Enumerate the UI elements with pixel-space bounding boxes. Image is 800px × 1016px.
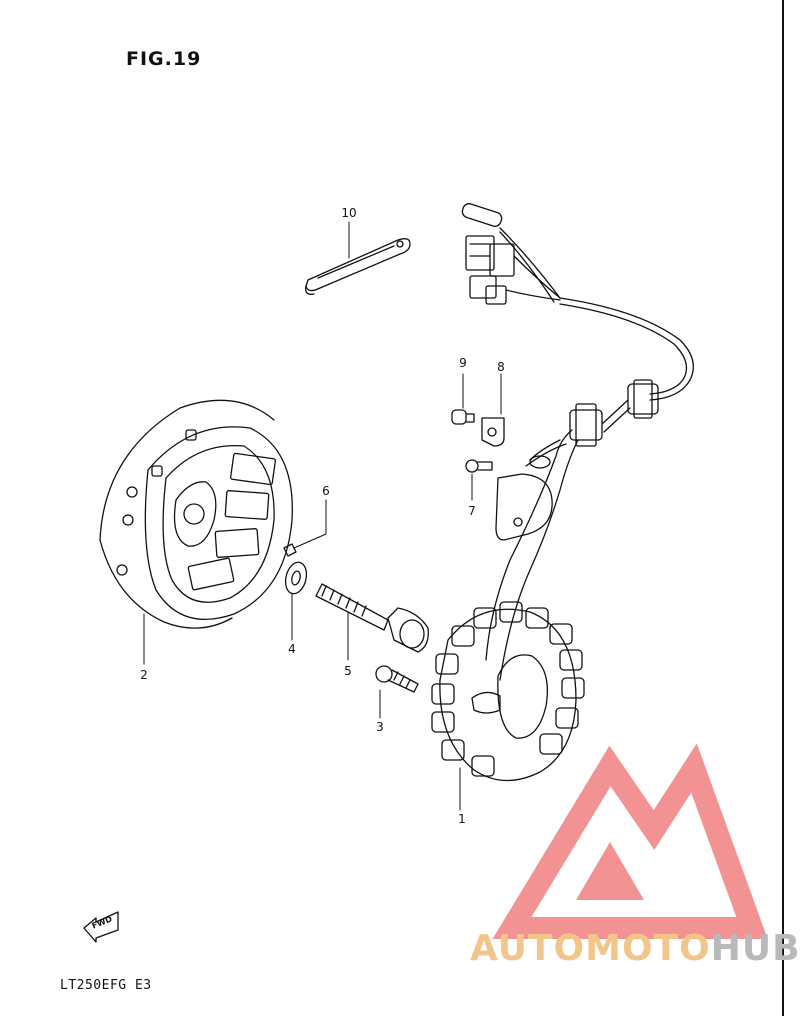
watermark-text: AUTOMOTOHUB [470,928,800,969]
figure-title: FIG.19 [126,48,202,70]
part-4-washer [284,561,308,595]
pickup-coil-sensor [495,439,567,541]
callout-3: 3 [376,720,384,734]
callout-6: 6 [322,484,330,498]
callout-8: 8 [497,360,505,374]
callout-5: 5 [344,664,352,678]
page-border-right [782,0,784,1016]
model-code: LT250EFG E3 [60,978,152,993]
callout-2: 2 [140,668,148,682]
watermark-part-b: HUB [710,928,800,969]
callout-9: 9 [459,356,467,370]
callout-7: 7 [468,504,476,518]
part-5-rotor-bolt [315,583,429,653]
callout-10: 10 [341,206,357,220]
part-3-screw [375,665,419,693]
part-2-flywheel-rotor [99,399,293,629]
callout-4: 4 [288,642,296,656]
watermark-part-a: AUTOMOTO [470,928,711,969]
part-1-stator [431,601,585,782]
callout-1: 1 [458,812,466,826]
part-10-clamp [305,238,411,295]
callout-leaders [143,221,502,811]
part-8-plate [481,417,505,447]
part-7-screw [465,459,493,473]
part-6-key [283,543,297,557]
watermark-logo-icon [492,743,768,939]
forward-arrow-icon [83,911,119,943]
part-9-bolt [451,409,475,425]
wire-harness-connectors [461,203,694,681]
